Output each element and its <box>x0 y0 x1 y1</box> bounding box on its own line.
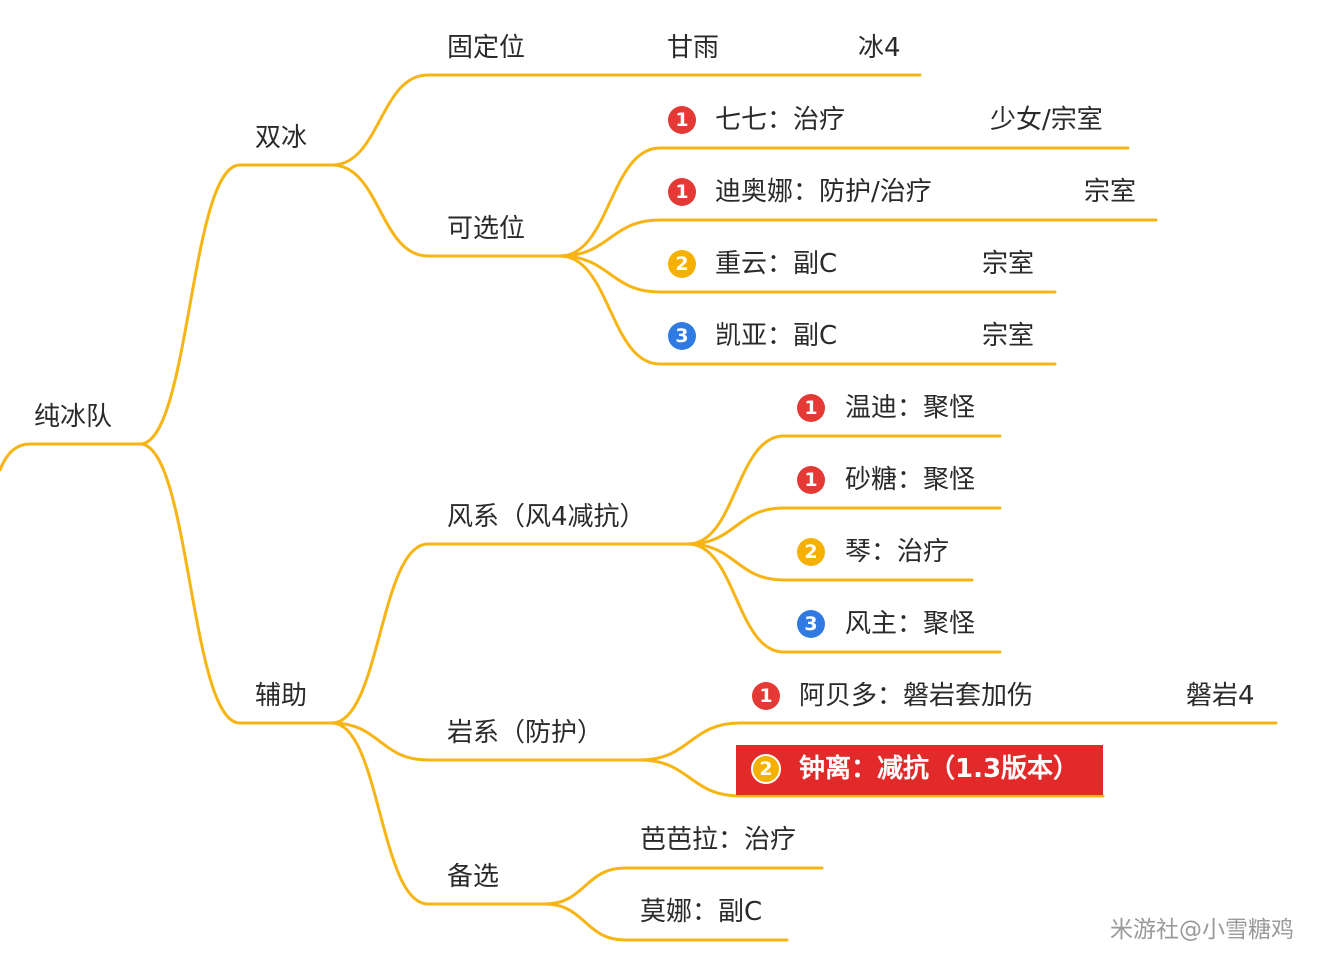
node-support[interactable]: 辅助 <box>255 681 308 711</box>
edge-optional-2 <box>558 218 1158 258</box>
optional-artifact-diona: 宗室 <box>1084 177 1137 207</box>
edge-support-alt <box>330 721 547 906</box>
rank-badge-icon: 3 <box>668 322 696 350</box>
edge-geo-2 <box>638 758 1105 798</box>
edge-alt-2 <box>543 902 789 942</box>
fixed-character: 甘雨 <box>667 33 720 63</box>
rank-badge-icon: 3 <box>797 610 825 638</box>
edge-support-geo <box>330 721 642 762</box>
fixed-artifact: 冰4 <box>858 33 901 63</box>
node-anemo[interactable]: 风系（风4减抗） <box>447 502 646 532</box>
alt-item-mona[interactable]: 莫娜：副C <box>640 897 763 927</box>
edge-root-double-ice <box>138 163 334 446</box>
rank-badge-icon: 2 <box>668 250 696 278</box>
optional-item-kaeya[interactable]: 凯亚：副C <box>715 321 838 351</box>
edge-anemo-3 <box>686 542 974 582</box>
optional-artifact-chongyun: 宗室 <box>982 249 1035 279</box>
node-geo[interactable]: 岩系（防护） <box>447 718 604 748</box>
edge-optional-4 <box>558 254 1057 366</box>
edge-double-ice-fixed <box>330 73 922 167</box>
rank-badge-icon: 1 <box>797 394 825 422</box>
optional-artifact-kaeya: 宗室 <box>982 321 1035 351</box>
anemo-item-jean[interactable]: 琴：治疗 <box>845 537 950 567</box>
node-fixed-slot[interactable]: 固定位 <box>447 33 526 63</box>
geo-item-zhongli[interactable]: 钟离：减抗（1.3版本） <box>799 754 1080 784</box>
edge-double-ice-optional <box>330 163 562 258</box>
optional-item-diona[interactable]: 迪奥娜：防护/治疗 <box>715 177 932 207</box>
optional-artifact-qiqi: 少女/宗室 <box>990 105 1103 135</box>
edge-anemo-1 <box>686 434 1002 546</box>
rank-badge-icon: 1 <box>668 178 696 206</box>
highlight-box-zhongli[interactable] <box>736 745 1103 795</box>
rank-badge-icon: 2 <box>797 538 825 566</box>
rank-badge-icon: 1 <box>752 682 780 710</box>
optional-item-chongyun[interactable]: 重云：副C <box>715 249 838 279</box>
anemo-item-venti[interactable]: 温迪：聚怪 <box>845 393 976 423</box>
geo-item-albedo[interactable]: 阿贝多：磐岩套加伤 <box>799 681 1034 711</box>
edge-optional-1 <box>558 146 1130 258</box>
root-node[interactable]: 纯冰队 <box>34 402 113 432</box>
edge-optional-3 <box>558 254 1057 294</box>
watermark: 米游社@小雪糖鸡 <box>1110 917 1294 943</box>
edge-geo-1 <box>638 721 1278 762</box>
edge-root <box>0 442 142 472</box>
anemo-item-traveler[interactable]: 风主：聚怪 <box>845 609 976 639</box>
edge-anemo-2 <box>686 506 1002 546</box>
rank-badge-icon: 1 <box>668 106 696 134</box>
node-alternates[interactable]: 备选 <box>447 862 500 892</box>
rank-badge-icon: 1 <box>797 466 825 494</box>
geo-artifact-albedo: 磐岩4 <box>1186 681 1255 711</box>
alt-item-barbara[interactable]: 芭芭拉：治疗 <box>640 825 797 855</box>
edge-alt-1 <box>543 866 824 906</box>
anemo-item-sucrose[interactable]: 砂糖：聚怪 <box>845 465 976 495</box>
edge-support-anemo <box>330 542 690 725</box>
edge-root-support <box>138 442 334 725</box>
node-optional-slot[interactable]: 可选位 <box>447 214 526 244</box>
edge-anemo-4 <box>686 542 1002 654</box>
node-double-ice[interactable]: 双冰 <box>255 123 308 153</box>
rank-badge-icon: 2 <box>751 754 781 784</box>
optional-item-qiqi[interactable]: 七七：治疗 <box>715 105 846 135</box>
